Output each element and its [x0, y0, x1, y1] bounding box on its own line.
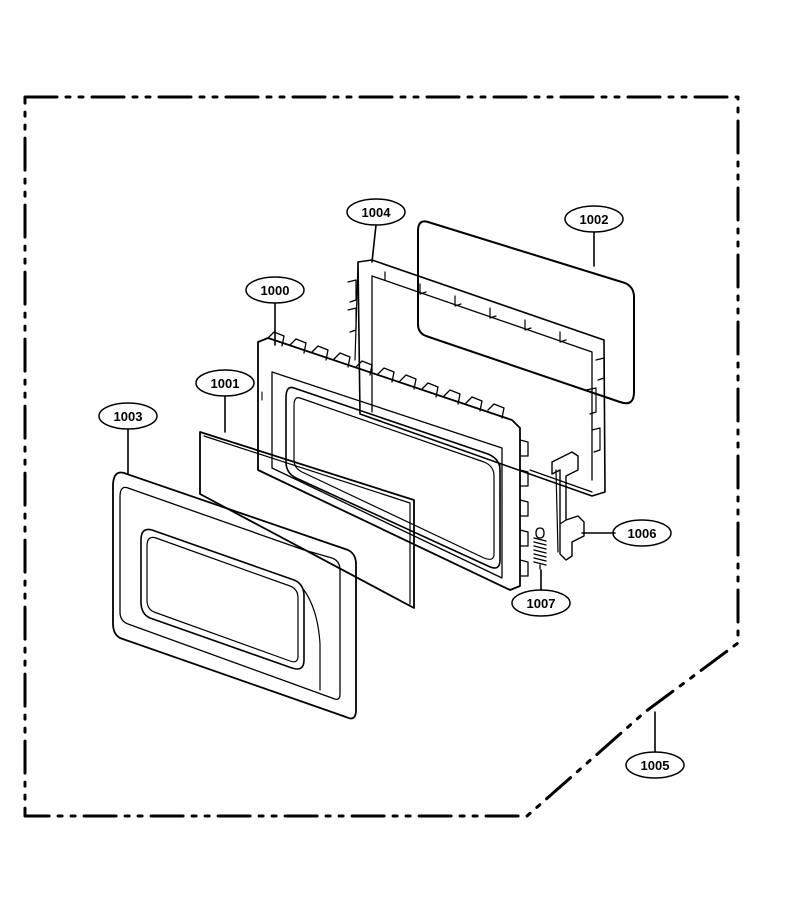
part-1003-front-door-cover — [112, 471, 357, 720]
callout-1006: 1006 — [612, 519, 672, 547]
callout-1007: 1007 — [511, 589, 571, 617]
callout-1003: 1003 — [98, 402, 158, 430]
callout-1005-label: 1005 — [641, 758, 670, 773]
callout-1000: 1000 — [245, 276, 305, 304]
part-1004-rear-frame — [347, 259, 606, 497]
part-1006-latch-hook — [551, 451, 585, 561]
part-1007-latch-spring — [533, 527, 547, 570]
callout-1000-label: 1000 — [261, 283, 290, 298]
part-1000-door-frame — [257, 331, 529, 591]
callout-1006-label: 1006 — [628, 526, 657, 541]
part-1001-front-glass — [199, 431, 415, 609]
assembly-boundary-outline — [23, 95, 740, 818]
callout-1005: 1005 — [625, 751, 685, 779]
callout-1002: 1002 — [564, 205, 624, 233]
callout-1001: 1001 — [195, 369, 255, 397]
callout-1001-label: 1001 — [211, 376, 240, 391]
callout-1004: 1004 — [346, 198, 406, 226]
callout-1002-label: 1002 — [580, 212, 609, 227]
callout-leaders — [127, 224, 656, 753]
callout-1007-label: 1007 — [527, 596, 556, 611]
part-1002-rear-glass-panel — [417, 220, 635, 405]
callout-1004-label: 1004 — [362, 205, 392, 220]
callout-1003-label: 1003 — [114, 409, 143, 424]
